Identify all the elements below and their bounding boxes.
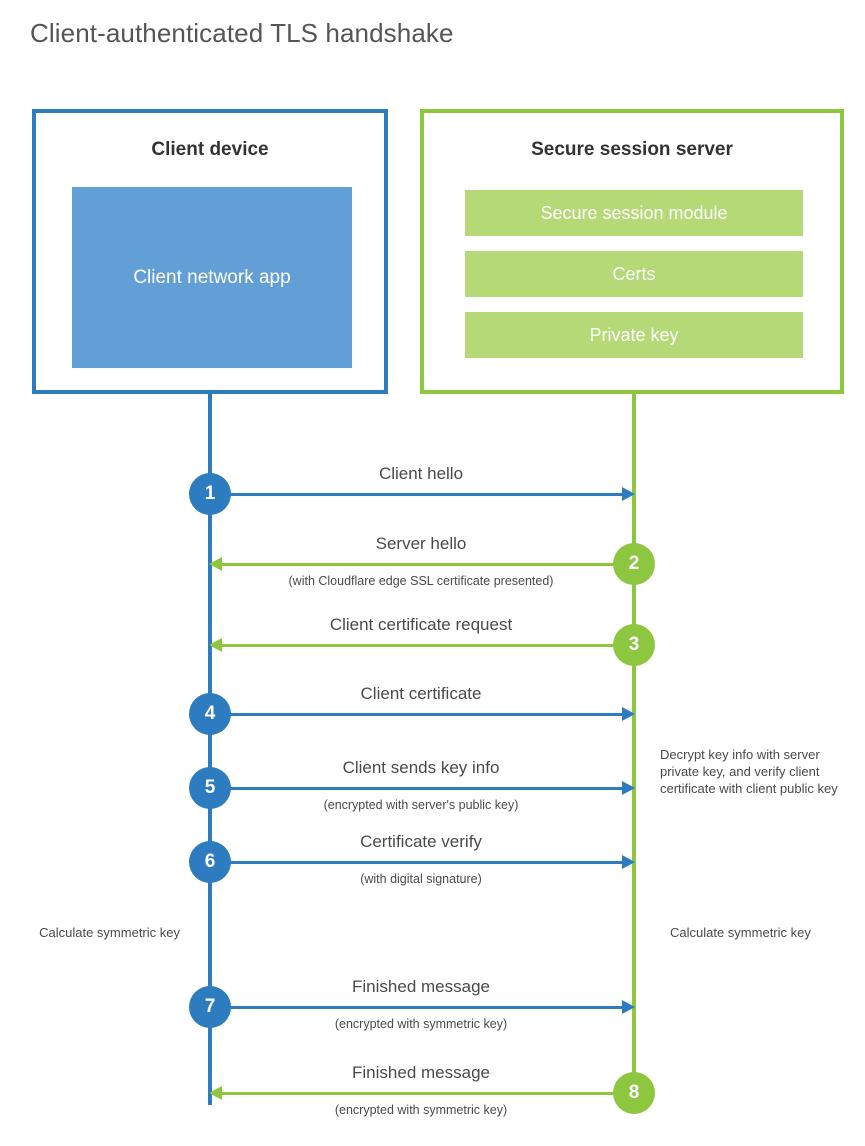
step-badge-1: 1 [189, 473, 231, 515]
arrow-head-left-icon [209, 638, 222, 652]
annotation-decrypt-key-info: Decrypt key info with server private key… [660, 747, 838, 796]
message-arrow-5 [210, 787, 622, 790]
message-label-2: Server hello [375, 534, 467, 553]
message-label-1: Client hello [378, 464, 464, 483]
message-label-6: Certificate verify [360, 832, 482, 851]
message-arrow-6 [210, 861, 622, 864]
arrow-head-right-icon [622, 707, 635, 721]
message-arrow-1 [210, 493, 622, 496]
secure-session-server-box: Secure session server Secure session mod… [420, 109, 844, 394]
step-badge-4: 4 [189, 693, 231, 735]
client-lifeline [208, 393, 212, 1105]
step-badge-6: 6 [189, 841, 231, 883]
message-label-4: Client certificate [360, 684, 482, 703]
server-component-secure-session-module: Secure session module [465, 190, 803, 236]
annotation-calculate-symmetric-key-server: Calculate symmetric key [670, 925, 811, 940]
message-label-8: Finished message [352, 1063, 490, 1082]
step-badge-5: 5 [189, 767, 231, 809]
step-badge-3: 3 [613, 624, 655, 666]
message-sublabel-7: (encrypted with symmetric key) [334, 1017, 508, 1031]
page-title: Client-authenticated TLS handshake [30, 18, 454, 48]
step-badge-8: 8 [613, 1072, 655, 1114]
client-device-box: Client device Client network app [32, 109, 388, 394]
arrow-head-left-icon [209, 1086, 222, 1100]
message-label-5: Client sends key info [342, 758, 500, 777]
arrow-head-right-icon [622, 855, 635, 869]
client-network-app-block: Client network app [72, 187, 352, 368]
server-component-private-key: Private key [465, 312, 803, 358]
arrow-head-right-icon [622, 487, 635, 501]
annotation-calculate-symmetric-key-client: Calculate symmetric key [39, 925, 180, 940]
server-component-certs: Certs [465, 251, 803, 297]
arrow-head-right-icon [622, 781, 635, 795]
message-arrow-7 [210, 1006, 622, 1009]
message-label-7: Finished message [352, 977, 490, 996]
message-sublabel-6: (with digital signature) [360, 872, 482, 886]
arrow-head-left-icon [209, 557, 222, 571]
message-sublabel-5: (encrypted with server's public key) [323, 798, 519, 812]
message-arrow-3 [222, 644, 634, 647]
message-label-3: Client certificate request [329, 615, 513, 634]
client-device-heading: Client device [151, 139, 269, 160]
message-arrow-8 [222, 1092, 634, 1095]
message-sublabel-8: (encrypted with symmetric key) [334, 1103, 508, 1117]
step-badge-2: 2 [613, 543, 655, 585]
secure-session-server-heading: Secure session server [531, 139, 733, 160]
message-arrow-4 [210, 713, 622, 716]
message-sublabel-2: (with Cloudflare edge SSL certificate pr… [288, 574, 554, 588]
arrow-head-right-icon [622, 1000, 635, 1014]
server-lifeline [632, 393, 636, 1095]
message-arrow-2 [222, 563, 634, 566]
step-badge-7: 7 [189, 986, 231, 1028]
